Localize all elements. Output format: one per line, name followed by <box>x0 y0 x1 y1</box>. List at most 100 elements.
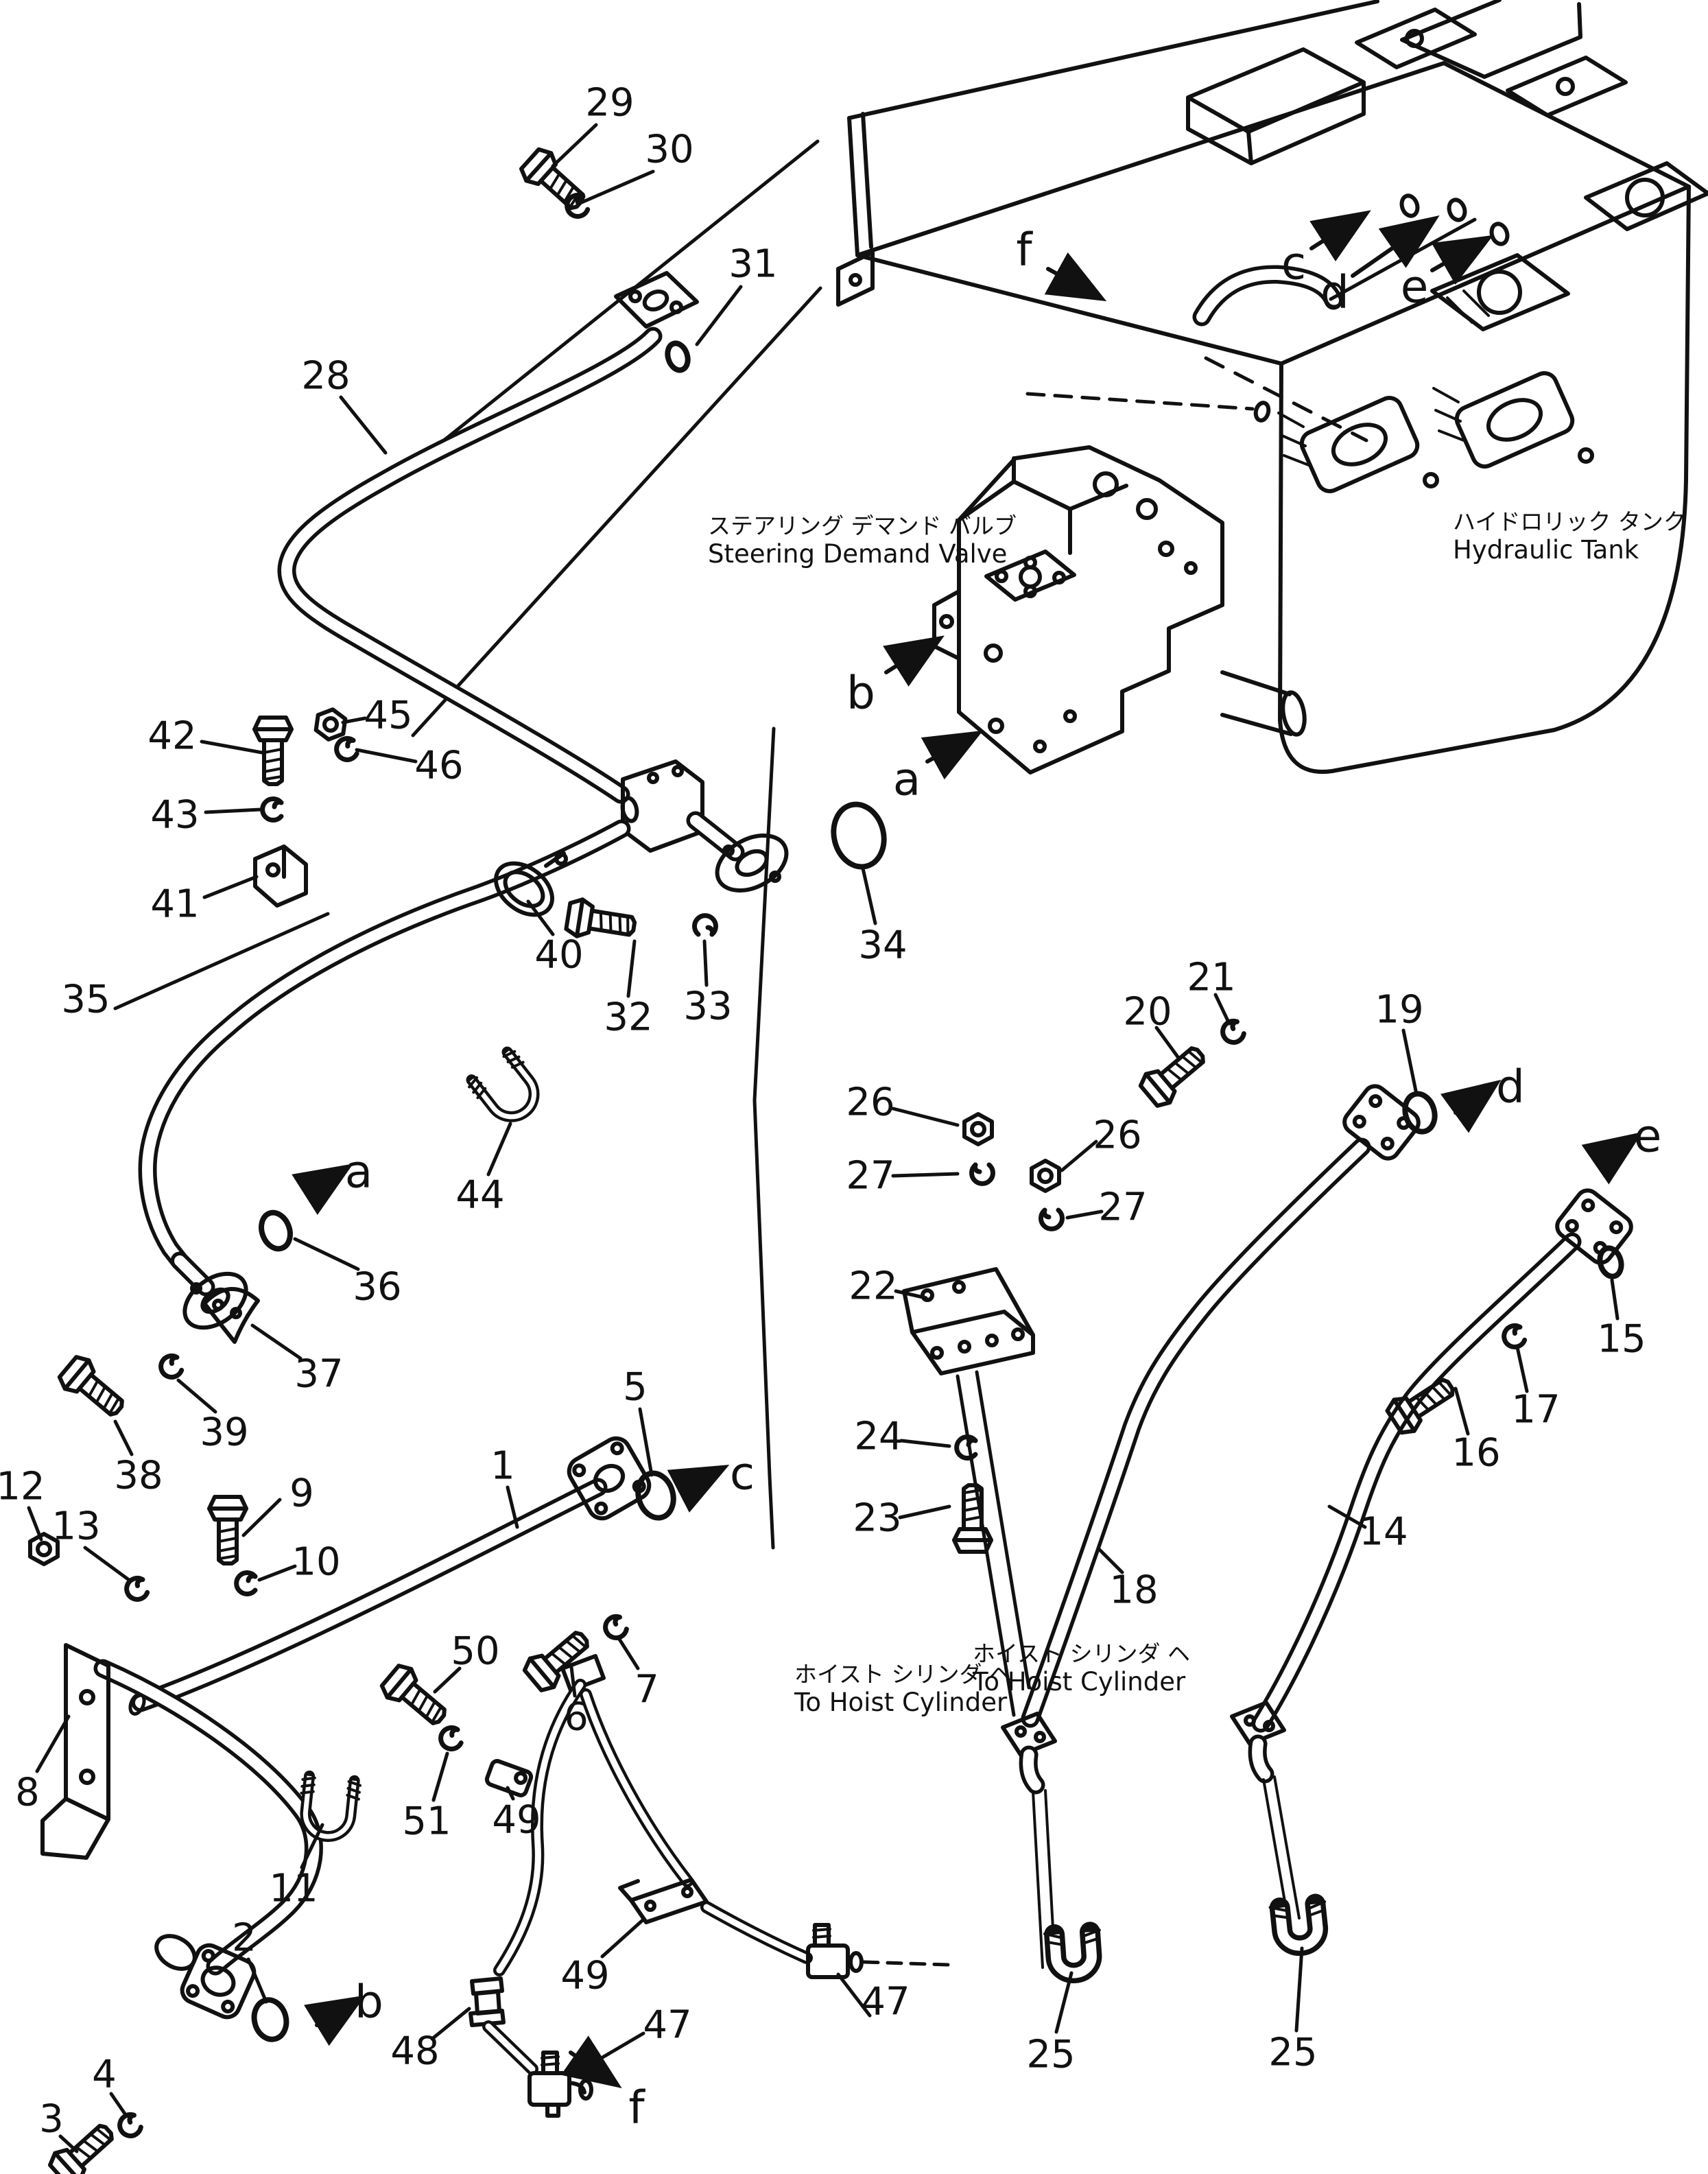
leader-48 <box>430 2007 471 2041</box>
part-ering-4 <box>116 2112 143 2140</box>
pipe-f-stub <box>1192 217 1477 442</box>
leader-11 <box>300 1823 324 1869</box>
leader-40 <box>526 899 555 936</box>
leader-3 <box>58 2134 79 2153</box>
leader-27-right <box>1065 1209 1104 1220</box>
callout-25-left: 25 <box>1026 2033 1075 2077</box>
part-ering-24 <box>957 1437 975 1458</box>
leader-32 <box>626 939 637 998</box>
part-ering-46 <box>334 737 357 762</box>
tank-side-face <box>1278 185 1691 775</box>
part-oring-2 <box>251 1997 289 2042</box>
part-oring-36 <box>259 1209 293 1252</box>
leader-41 <box>202 875 259 899</box>
pipe-1 <box>128 1436 652 1716</box>
callout-40: 40 <box>534 933 583 978</box>
callout-50: 50 <box>451 1629 499 1674</box>
part-bolt-29 <box>518 145 592 217</box>
pipe-2-elbow-run <box>93 1659 323 2020</box>
valve-side-port <box>1220 670 1293 736</box>
leader-47-right <box>836 1972 872 2018</box>
callout-13: 13 <box>51 1504 100 1549</box>
bracket-22 <box>902 1267 1035 1717</box>
tank-upper-bracket-1 <box>1355 8 1477 69</box>
clamp-40 <box>494 851 568 917</box>
leader-14 <box>1327 1504 1367 1529</box>
fitting-47-right <box>806 1923 950 1979</box>
callout-5: 5 <box>623 1365 648 1410</box>
tank-top-pad-2 <box>1584 161 1708 231</box>
leader-38 <box>113 1419 134 1456</box>
svg-text:ステアリング デマンド バルブ: ステアリング デマンド バルブ <box>708 512 1017 539</box>
tank-top-box <box>1400 0 1582 79</box>
tank-left-wall <box>847 112 873 257</box>
leader-33 <box>702 939 709 987</box>
callout-45: 45 <box>364 694 412 738</box>
callout-23: 23 <box>853 1496 901 1541</box>
view-arrow-c-top <box>1309 210 1371 262</box>
svg-text:ホイスト シリンダ ヘ: ホイスト シリンダ ヘ <box>973 1640 1190 1667</box>
part-ering-27-right <box>1041 1210 1063 1229</box>
pipe-14-flange <box>1555 1188 1633 1265</box>
port-hole-d <box>1447 198 1467 222</box>
to-hoist-cylinder-label-left: ホイスト シリンダ ヘTo Hoist Cylinder <box>794 1661 1012 1717</box>
part-ering-17 <box>1501 1323 1526 1349</box>
port-hole-c <box>1399 193 1420 218</box>
pipe-28-top-flange <box>614 271 699 329</box>
view-arrow-b-valve <box>883 635 945 687</box>
callout-18: 18 <box>1109 1568 1158 1613</box>
callout-10: 10 <box>292 1540 340 1585</box>
leader-45 <box>341 716 367 724</box>
view-letter-e-top: e <box>1401 261 1429 314</box>
part-oring-15 <box>1597 1245 1624 1279</box>
callout-24: 24 <box>854 1415 903 1459</box>
leader-10 <box>257 1564 297 1582</box>
leader-46 <box>355 748 418 764</box>
callout-43: 43 <box>150 793 199 838</box>
leader-28 <box>339 395 388 455</box>
view-letter-d-top: d <box>1320 266 1349 319</box>
leader-5 <box>638 1407 654 1477</box>
view-arrow-f-top <box>1044 252 1107 302</box>
tank-rear-edge <box>847 0 1379 120</box>
callout-16: 16 <box>1451 1431 1500 1476</box>
callout-47-right: 47 <box>861 1980 910 2024</box>
callout-33: 33 <box>683 984 732 1029</box>
bracket-8 <box>40 1643 110 1860</box>
pipe-28 <box>277 271 699 804</box>
part-bolt-9 <box>209 1497 246 1563</box>
view-arrow-d-top <box>1351 215 1440 278</box>
leader-29 <box>551 123 598 168</box>
tank-top-pad-1-hole <box>1477 270 1522 315</box>
part-nut-26-right <box>1032 1161 1059 1191</box>
svg-text:ハイドロリック タンク: ハイドロリック タンク <box>1453 508 1686 535</box>
part-ering-33 <box>695 916 716 934</box>
callout-26-right: 26 <box>1093 1113 1141 1158</box>
pipe-18-flange <box>1342 1084 1421 1161</box>
part-oring-19 <box>1402 1091 1438 1135</box>
tank-left-bracket <box>836 250 875 307</box>
leader-2 <box>246 1957 268 2004</box>
leader-49-upper <box>506 1786 515 1801</box>
leader-21 <box>1213 993 1231 1026</box>
leader-30 <box>580 169 655 204</box>
steering-demand-valve-drawing <box>932 445 1307 775</box>
leader-31 <box>695 285 743 346</box>
svg-text:To Hoist Cylinder: To Hoist Cylinder <box>972 1667 1186 1697</box>
leader-25-right <box>1294 1946 1304 2033</box>
view-arrow-c-pipe1 <box>667 1465 730 1513</box>
callout-6: 6 <box>564 1695 589 1740</box>
view-letter-b-elbow: b <box>355 1976 383 2029</box>
callout-14: 14 <box>1359 1510 1408 1555</box>
part-ering-7 <box>602 1614 628 1642</box>
view-arrow-a-pipe35 <box>292 1163 353 1215</box>
view-letter-a-valve: a <box>893 753 921 806</box>
callout-51: 51 <box>402 1799 451 1844</box>
leader-23 <box>898 1504 951 1520</box>
callout-15: 15 <box>1597 1317 1646 1362</box>
view-arrow-a-valve <box>921 730 984 780</box>
part-uclip-25-right <box>1270 1902 1329 1948</box>
clamp-37 <box>202 1287 260 1344</box>
leader-43 <box>204 807 263 814</box>
callout-41: 41 <box>150 882 199 927</box>
